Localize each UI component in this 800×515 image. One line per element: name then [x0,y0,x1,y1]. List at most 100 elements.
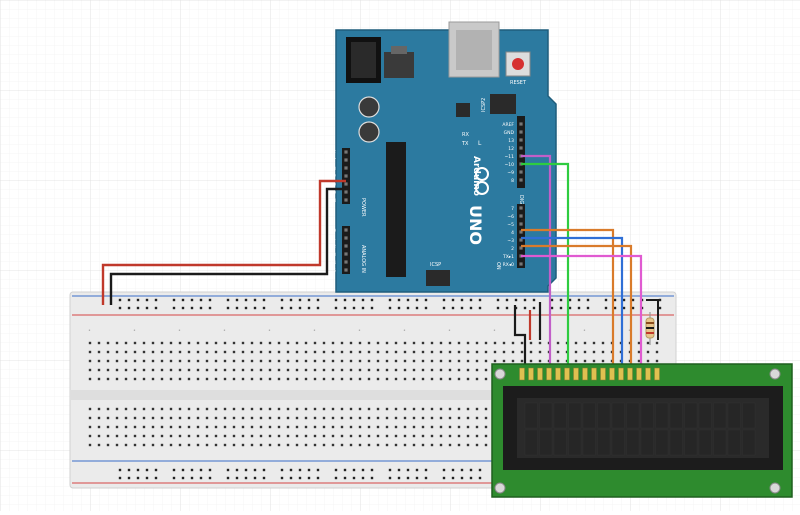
breadboard-hole [448,425,452,429]
wire-d4-blue[interactable] [521,236,624,372]
breadboard-hole [331,416,335,420]
lcd-pin[interactable] [636,367,642,381]
wire-lcd-gnd-black[interactable] [513,305,527,372]
breadboard-hole [88,341,92,345]
icsp-header: ICSP [426,262,450,286]
lcd-pin[interactable] [627,367,633,381]
header-pin[interactable] [344,228,348,232]
header-pin[interactable] [519,246,523,250]
breadboard-hole [448,407,452,411]
breadboard-hole [475,443,479,447]
header-pin[interactable] [344,236,348,240]
header-pin[interactable] [344,252,348,256]
breadboard-hole [313,425,317,429]
wire-gnd-black[interactable] [109,187,346,305]
wire-d3-orange[interactable] [521,244,633,372]
lcd-pin[interactable] [591,367,597,381]
header-pin[interactable] [519,122,523,126]
breadboard-hole [439,377,443,381]
wire-d12-purple[interactable] [521,154,552,372]
breadboard-hole [655,359,659,363]
breadboard-hole [250,416,254,420]
header-pin[interactable] [344,198,348,202]
lcd-pin[interactable] [519,367,525,381]
lcd-pin[interactable] [564,367,570,381]
header-pin[interactable] [519,222,523,226]
lcd-pin[interactable] [609,367,615,381]
lcd-pin[interactable] [555,367,561,381]
breadboard-hole [187,359,191,363]
header-pin[interactable] [519,138,523,142]
header-pin[interactable] [344,244,348,248]
header-pin[interactable] [344,158,348,162]
breadboard-hole [538,341,542,345]
breadboard-hole [205,425,209,429]
breadboard-hole [97,359,101,363]
breadboard-hole [331,377,335,381]
breadboard-hole [403,359,407,363]
lcd-pin[interactable] [582,367,588,381]
header-pin[interactable] [344,190,348,194]
header-pin[interactable] [519,170,523,174]
header-pin[interactable] [344,268,348,272]
breadboard-hole [361,468,365,472]
breadboard-hole [154,298,158,302]
breadboard-hole [574,350,578,354]
lcd-pin[interactable] [546,367,552,381]
breadboard-hole [313,377,317,381]
header-pin[interactable] [519,146,523,150]
breadboard-hole [268,425,272,429]
wire-5v-red[interactable] [101,179,346,305]
breadboard-hole [406,468,410,472]
breadboard-hole [388,298,392,302]
breadboard-hole [160,443,164,447]
lcd-module-16x2[interactable] [491,363,793,498]
lcd-pin[interactable] [618,367,624,381]
wire-backlight-black[interactable] [646,299,659,340]
wire-d11-green[interactable] [521,162,570,372]
breadboard-hole [151,443,155,447]
header-pin[interactable] [519,206,523,210]
lcd-pin[interactable] [645,367,651,381]
breadboard-hole [460,468,464,472]
pin-label: 7 [511,206,514,212]
breadboard-hole [451,468,455,472]
breadboard-hole [424,306,428,310]
header-pin[interactable] [519,130,523,134]
breadboard-hole [412,341,416,345]
header-pin[interactable] [344,260,348,264]
breadboard-hole [457,434,461,438]
breadboard-hole [142,407,146,411]
header-pin[interactable] [519,238,523,242]
header-pin[interactable] [344,174,348,178]
lcd-pin[interactable] [654,367,660,381]
breadboard-hole [313,416,317,420]
breadboard-hole [385,350,389,354]
breadboard-hole [241,350,245,354]
header-pin[interactable] [519,214,523,218]
breadboard-hole [376,416,380,420]
breadboard-hole [97,434,101,438]
lcd-pin[interactable] [528,367,534,381]
lcd-pin[interactable] [537,367,543,381]
breadboard-hole [205,416,209,420]
header-pin[interactable] [344,166,348,170]
header-pin[interactable] [519,230,523,234]
wire-d5-orange[interactable] [521,228,615,372]
lcd-pin[interactable] [600,367,606,381]
breadboard-hole [439,416,443,420]
header-pin[interactable] [519,178,523,182]
wire-d2-magenta[interactable] [521,254,643,372]
breadboard-hole [466,425,470,429]
header-pin[interactable] [519,262,523,266]
breadboard-hole [172,476,176,480]
arduino-uno-board[interactable]: RESET ICSP2 ICSP L TX RX Arduino UNO DIG… [322,21,557,293]
lcd-pin[interactable] [573,367,579,381]
reset-button[interactable] [512,58,524,70]
lcd-char-cell [568,429,582,456]
header-pin[interactable] [344,150,348,154]
header-pin[interactable] [344,182,348,186]
breadboard-hole [145,298,149,302]
resistor[interactable] [645,312,655,345]
breadboard-hole [187,434,191,438]
